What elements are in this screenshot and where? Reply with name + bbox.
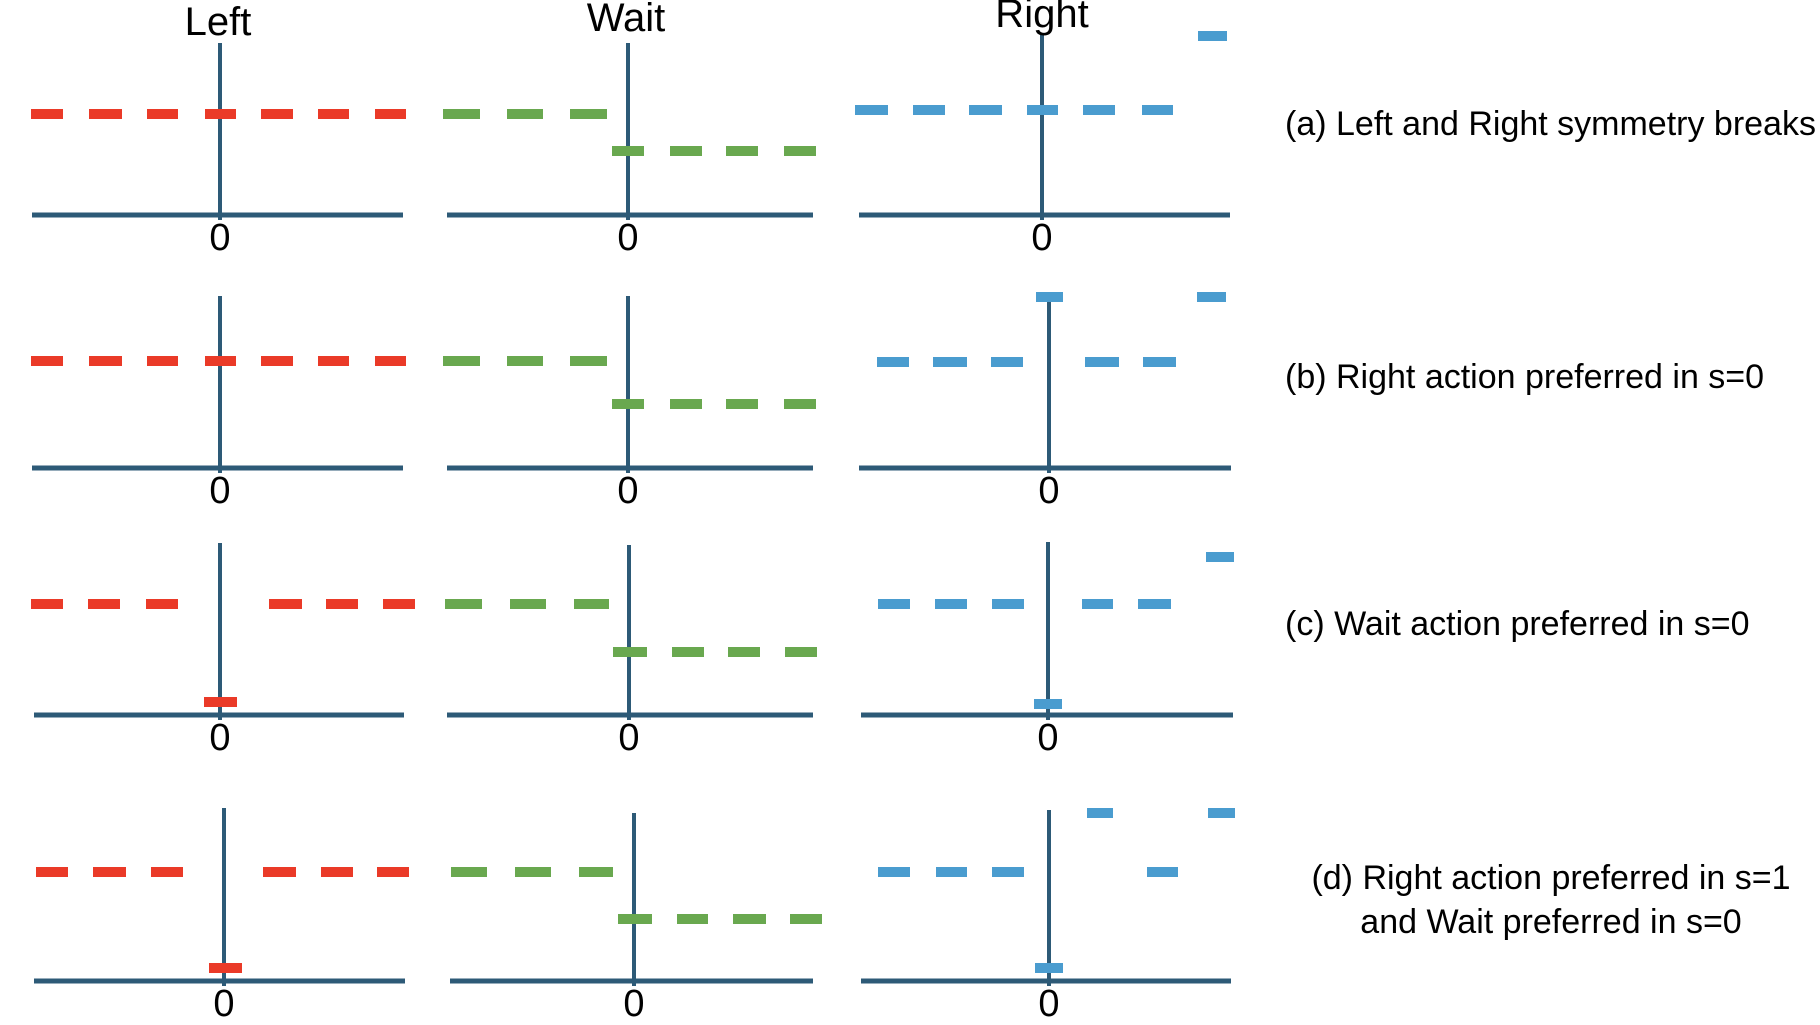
plot-d-right bbox=[861, 808, 1235, 986]
x-axis-zero-label: 0 bbox=[1031, 217, 1053, 259]
column-title-left: Left bbox=[184, 0, 252, 44]
x-axis-zero-label: 0 bbox=[617, 217, 639, 259]
plot-b-wait bbox=[443, 296, 816, 473]
plot-d-left bbox=[34, 808, 409, 986]
x-axis-zero-label: 0 bbox=[617, 470, 639, 512]
plot-a-right bbox=[855, 31, 1230, 220]
plot-b-left bbox=[31, 296, 406, 473]
x-axis-zero-label: 0 bbox=[618, 717, 640, 759]
x-axis-zero-label: 0 bbox=[209, 717, 231, 759]
x-axis-zero-label: 0 bbox=[1038, 983, 1060, 1025]
x-axis-zero-label: 0 bbox=[213, 983, 235, 1025]
column-title-wait: Wait bbox=[586, 0, 666, 40]
plot-b-right bbox=[859, 292, 1231, 473]
x-axis-zero-label: 0 bbox=[209, 217, 231, 259]
caption-row-b: (b) Right action preferred in s=0 bbox=[1285, 358, 1765, 396]
x-axis-zero-label: 0 bbox=[209, 470, 231, 512]
caption-row-a: (a) Left and Right symmetry breaks bbox=[1285, 105, 1816, 143]
plot-d-wait bbox=[450, 813, 822, 986]
caption-row-d: (d) Right action preferred in s=1 and Wa… bbox=[1311, 859, 1791, 941]
plot-c-left bbox=[31, 543, 415, 720]
caption-row-c: (c) Wait action preferred in s=0 bbox=[1285, 605, 1750, 643]
plot-c-wait bbox=[445, 545, 817, 720]
x-axis-zero-label: 0 bbox=[1037, 717, 1059, 759]
plot-a-wait bbox=[443, 43, 816, 220]
column-title-right: Right bbox=[995, 0, 1089, 36]
x-axis-zero-label: 0 bbox=[623, 983, 645, 1025]
plot-c-right bbox=[861, 542, 1234, 720]
x-axis-zero-label: 0 bbox=[1038, 470, 1060, 512]
plot-a-left bbox=[31, 43, 406, 220]
